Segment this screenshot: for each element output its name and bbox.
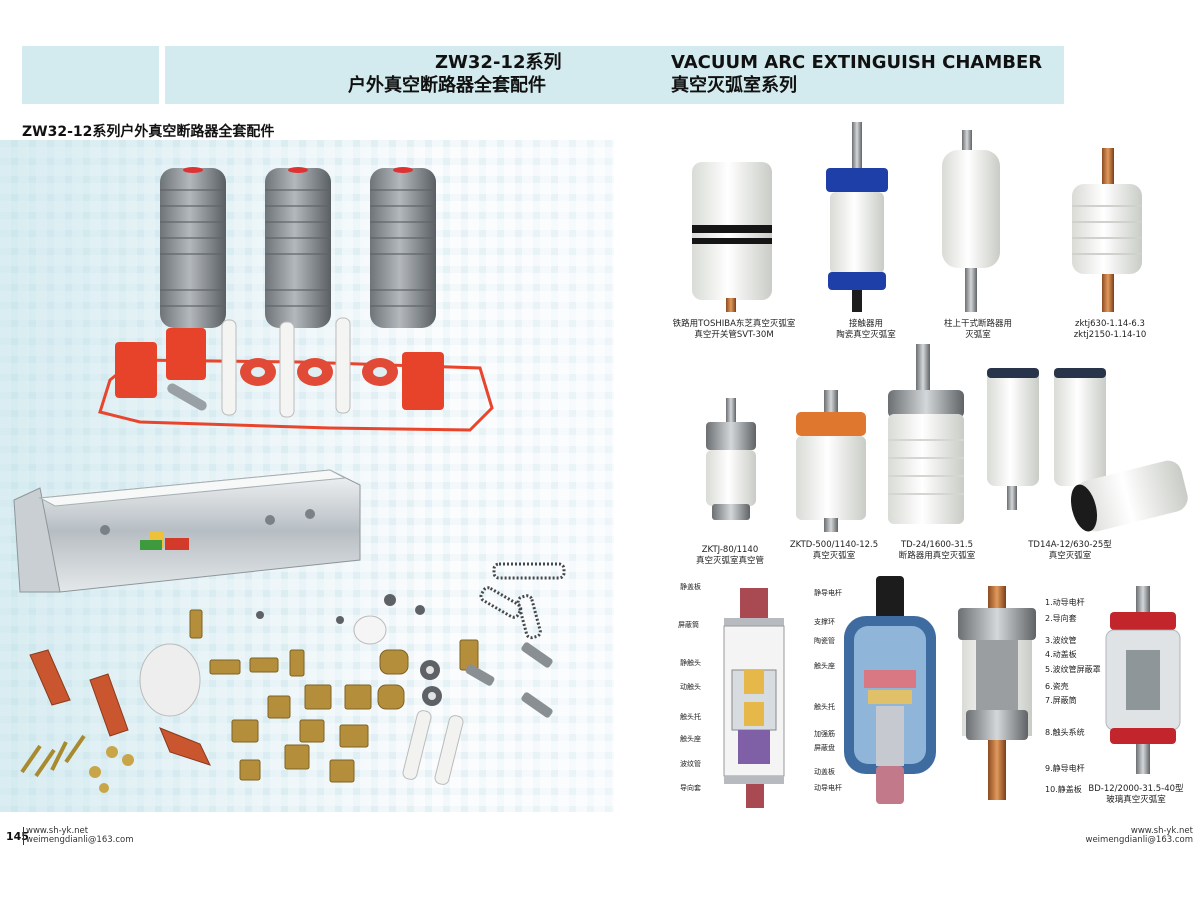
diagram2-label: 3.波纹管 [1045,636,1077,645]
diagram-label: 动盖板 [814,768,835,776]
diagram-label: 屏蔽筒 [678,621,699,629]
diagram2-label: 10.静盖板 [1045,785,1082,794]
diagram2-label: 5.波纹管屏蔽罩 [1045,665,1101,674]
diagram-label: 波纹管 [680,760,701,768]
caption-pole-breaker: 柱上干式断路器用 灭弧室 [943,319,1012,340]
diagram2-label: 8.触头系统 [1045,728,1085,737]
diagram-label: 静触头 [680,659,701,667]
caption-td-24: TD-24/1600-31.5 断路器用真空灭弧室 [898,540,976,561]
diagram-label: 触头座 [680,735,701,743]
diagram-label: 触头座 [814,662,835,670]
header-left-block [22,46,159,104]
diagram-label: 静盖板 [680,583,701,591]
diagram-label: 动导电杆 [814,784,842,792]
diagram-label: 导向套 [680,784,701,792]
diagram2-label: 4.动盖板 [1045,650,1077,659]
caption-bd-12: BD-12/2000-31.5-40型 玻璃真空灭弧室 [1088,784,1184,805]
header-left-line1: ZW32-12系列 [435,52,562,73]
caption-td14a: TD14A-12/630-25型 真空灭弧室 [1028,540,1112,561]
diagram-label: 触头托 [680,713,701,721]
header-right-line1: VACUUM ARC EXTINGUISH CHAMBER [671,52,1043,73]
caption-contactor: 接触器用 陶瓷真空灭弧室 [836,319,896,340]
diagram-label: 屏蔽盘 [814,744,835,752]
diagram2-label: 1.动导电杆 [1045,598,1085,607]
caption-zktj: zktj630-1.14-6.3 zktj2150-1.14-10 [1073,319,1147,340]
diagram2-label: 7.屏蔽筒 [1045,696,1077,705]
diagram2-label: 6.瓷壳 [1045,682,1069,691]
footer-left-email: weimengdianli@163.com [26,835,134,845]
diagram-label: 陶瓷管 [814,637,835,645]
footer-divider [23,827,24,845]
header-banner: ZW32-12系列 户外真空断路器全套配件 VACUUM ARC EXTINGU… [165,46,1064,104]
diagram-label: 静导电杆 [814,589,842,597]
caption-toshiba: 铁路用TOSHIBA东芝真空灭弧室 真空开关管SVT-30M [672,319,796,340]
footer-right-web: www.sh-yk.net [1130,826,1193,836]
header-right-line2: 真空灭弧室系列 [671,75,797,96]
diagram2-label: 9.静导电杆 [1045,764,1085,773]
diagram2-label: 2.导向套 [1045,614,1077,623]
vacuum-interrupter-photos [692,122,1188,808]
breaker-accessories-photo [13,167,566,793]
accessories-panel [0,140,614,812]
diagram-label: 动触头 [680,683,701,691]
caption-zktj-80: ZKTJ-80/1140 真空灭弧室真空管 [695,545,764,566]
diagram-label: 触头托 [814,703,835,711]
caption-zktd-500: ZKTD-500/1140-12.5 真空灭弧室 [789,540,879,561]
footer-right-email: weimengdianli@163.com [1085,835,1194,845]
footer-left-web: www.sh-yk.net [26,826,89,836]
section-title: ZW32-12系列户外真空断路器全套配件 [22,124,275,140]
header-left-line2: 户外真空断路器全套配件 [348,75,546,96]
diagram-label: 加强筋 [814,730,835,738]
diagram-label: 支撑环 [814,618,835,626]
